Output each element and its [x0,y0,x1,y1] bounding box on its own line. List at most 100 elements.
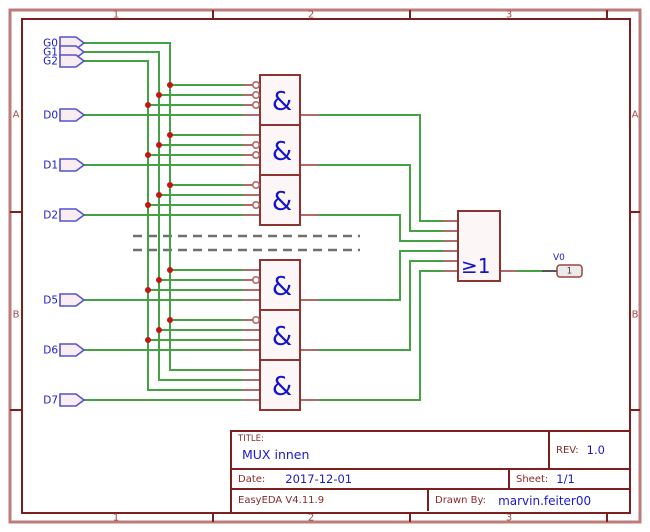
and-symbol: & [272,87,292,117]
date-value: 2017-12-01 [285,472,353,486]
port-flag-icon[interactable] [59,208,86,222]
junction-dot-icon [156,277,162,283]
junction-dot-icon [167,267,173,273]
input-port-D0[interactable]: D0 [43,108,86,122]
and-symbol: & [272,272,292,302]
drawn-by-value: marvin.feiter00 [498,493,592,508]
junction-dot-icon [145,337,151,343]
port-flag-icon[interactable] [59,293,86,307]
inversion-bubble-icon [252,101,261,110]
rev-label: REV: [556,444,579,456]
ruler-column-label: 1 [113,513,119,524]
tool-version: EasyEDA V4.11.9 [238,495,325,506]
rev-cell: REV: 1.0 [548,432,629,468]
port-flag-icon[interactable] [59,393,86,407]
junction-dot-icon [156,327,162,333]
inversion-bubble-icon [252,151,261,160]
gate-body[interactable] [457,210,501,282]
and-symbol: & [272,322,292,352]
wire[interactable] [318,214,443,242]
port-label: D2 [43,210,58,222]
port-flag-icon[interactable] [59,343,86,357]
output-flag-V0[interactable]: V01 [553,253,583,278]
ruler-column-label: 2 [308,10,314,21]
and-symbol: & [272,372,292,402]
wire[interactable] [84,60,243,391]
or-symbol: ≥1 [461,254,490,278]
gate-body[interactable] [259,359,301,411]
wire[interactable] [318,114,443,222]
wire[interactable] [318,250,443,301]
and-gate-1[interactable]: & [243,74,318,126]
port-flag-icon[interactable] [59,54,86,68]
input-port-D7[interactable]: D7 [43,393,86,407]
sheet-title: MUX innen [242,447,310,462]
tool-cell: EasyEDA V4.11.9 [232,490,427,511]
junction-dot-icon [145,287,151,293]
drawn-by-cell: Drawn By: marvin.feiter00 [427,490,629,511]
input-port-D5[interactable]: D5 [43,293,86,307]
inversion-bubble-icon [252,181,261,190]
input-port-D6[interactable]: D6 [43,343,86,357]
or-gate[interactable]: ≥1 [443,210,517,282]
input-port-D2[interactable]: D2 [43,208,86,222]
junction-dot-icon [167,82,173,88]
ruler-row-label: B [13,310,20,321]
port-label: D5 [43,295,58,307]
inversion-bubble-icon [252,275,261,284]
wire[interactable] [318,270,443,401]
ruler-row-label: A [632,110,639,121]
ruler-column-label: 3 [506,513,512,524]
and-symbol: & [272,137,292,167]
wire[interactable] [84,42,243,371]
net-flag-pin: 1 [567,267,572,277]
ruler-column-label: 1 [113,10,119,21]
port-label: G0 [43,38,58,50]
inversion-bubble-icon [252,141,261,150]
input-port-G1[interactable]: G1 [43,45,86,59]
net-flag-box[interactable] [556,264,583,278]
wire[interactable] [318,164,443,232]
gate-body[interactable] [259,124,301,176]
port-flag-icon[interactable] [59,158,86,172]
gate-body[interactable] [259,174,301,226]
junction-dot-icon [156,142,162,148]
gate-body[interactable] [259,309,301,361]
gate-body[interactable] [259,74,301,126]
date-label: Date: [238,473,266,485]
title-block: TITLE: MUX innen REV: 1.0 Date: 2017-12-… [230,430,631,514]
and-symbol: & [272,187,292,217]
input-port-G2[interactable]: G2 [43,54,86,68]
and-gate-3[interactable]: & [243,174,318,226]
sheet-cell: Sheet: 1/1 [508,470,629,488]
wire[interactable] [318,260,443,351]
title-label: TITLE: [238,434,264,444]
junction-dot-icon [145,202,151,208]
inversion-bubble-icon [252,91,261,100]
inversion-bubble-icon [252,315,261,324]
junction-dot-icon [167,132,173,138]
ruler-row-label: A [13,110,20,121]
port-flag-icon[interactable] [59,108,86,122]
drawn-by-label: Drawn By: [435,495,487,506]
input-port-D1[interactable]: D1 [43,158,86,172]
sheet-value: 1/1 [556,472,575,486]
and-gate-5[interactable]: & [243,309,318,361]
ruler-row-label: B [632,310,639,321]
and-gate-6[interactable]: & [243,359,318,411]
title-cell: TITLE: MUX innen [232,432,548,468]
junction-dot-icon [167,182,173,188]
net-label: V0 [553,253,565,263]
date-cell: Date: 2017-12-01 [232,470,508,488]
and-gate-4[interactable]: & [243,259,318,311]
junction-dot-icon [156,92,162,98]
junction-dot-icon [167,317,173,323]
and-gate-2[interactable]: & [243,124,318,176]
inversion-bubble-icon [252,81,261,90]
ruler-column-label: 2 [308,513,314,524]
junction-dot-icon [156,192,162,198]
port-label: D0 [43,110,58,122]
port-label: D7 [43,395,58,407]
